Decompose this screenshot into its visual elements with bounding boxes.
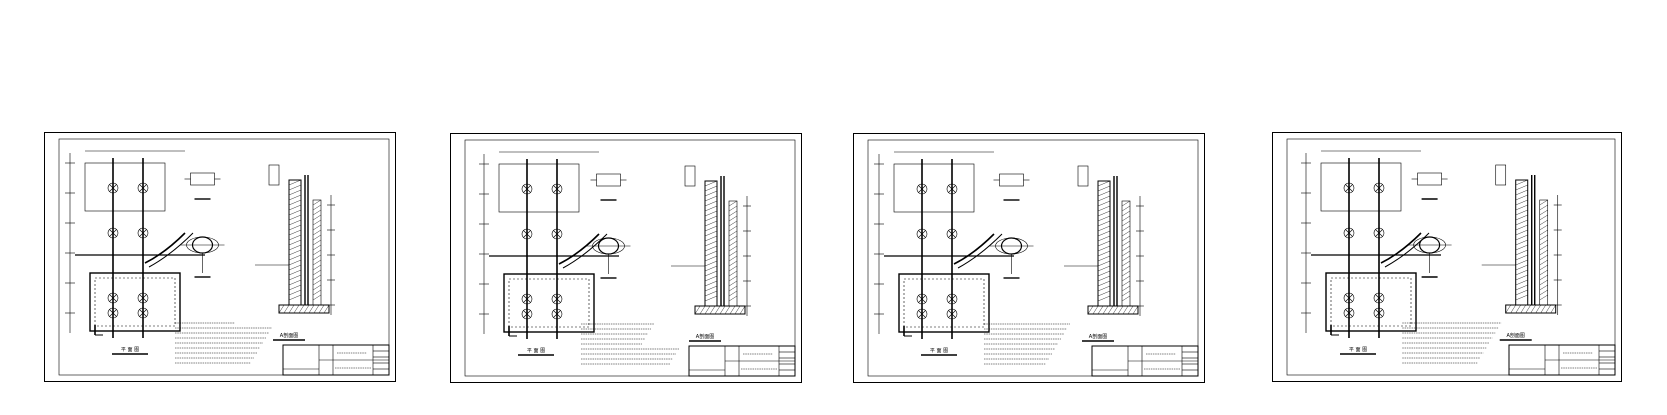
valve-symbol (946, 228, 958, 240)
valve-symbol (1343, 182, 1355, 194)
drawing-sheet-2: 平 面 图 A剖面图 (450, 133, 802, 383)
valve-symbol (107, 227, 119, 239)
section-view (255, 164, 335, 315)
detail-views (586, 173, 631, 279)
notes-block (1402, 322, 1502, 364)
valve-symbol (1343, 292, 1355, 304)
valve-symbol (551, 183, 563, 195)
valve-symbol (1373, 292, 1385, 304)
inner-frame (58, 138, 390, 376)
sheet-drawing: 平 面 图 A剖面图 (464, 139, 796, 377)
title-block (1091, 345, 1199, 377)
valve-symbol (107, 182, 119, 194)
valve-symbol (1343, 227, 1355, 239)
valve-symbol (521, 308, 533, 320)
valve-symbol (1373, 307, 1385, 319)
plan-view (874, 151, 1014, 339)
valve-symbol (1373, 227, 1385, 239)
valve-symbol (551, 228, 563, 240)
valve-symbol (521, 293, 533, 305)
valve-symbol (137, 182, 149, 194)
plan-view (65, 150, 205, 338)
section-view-label: A剖面图 (1089, 333, 1107, 340)
title-block (1508, 344, 1616, 376)
plan-view-label: 平 面 图 (930, 348, 948, 354)
notes-block (984, 323, 1070, 365)
section-view-label: A剖面图 (280, 332, 298, 339)
section-view-label: A剖面图 (1507, 332, 1525, 339)
valve-symbol (107, 307, 119, 319)
plan-view (1301, 150, 1441, 338)
plan-view-label: 平 面 图 (527, 348, 545, 354)
detail-views (1407, 172, 1452, 278)
valve-symbol (916, 228, 928, 240)
inner-frame (464, 139, 796, 377)
sheet-drawing: 平 面 图 A剖面图 (1286, 138, 1616, 376)
drawing-sheet-1: 平 面 图 A剖面图 (44, 132, 396, 382)
sheet-drawing: 平 面 图 A剖面图 (58, 138, 390, 376)
section-view-label: A剖面图 (696, 333, 714, 340)
title-block (282, 344, 390, 376)
section-view (671, 165, 751, 316)
section-view (1064, 165, 1144, 316)
valve-symbol (521, 228, 533, 240)
valve-symbol (1343, 307, 1355, 319)
plan-view (479, 151, 619, 339)
valve-symbol (916, 183, 928, 195)
sheet-drawing: 平 面 图 A剖面图 (867, 139, 1199, 377)
plan-view-label: 平 面 图 (121, 347, 139, 353)
valve-symbol (916, 308, 928, 320)
detail-views (989, 173, 1034, 279)
valve-symbol (137, 307, 149, 319)
valve-symbol (137, 292, 149, 304)
valve-symbol (916, 293, 928, 305)
valve-symbol (107, 292, 119, 304)
valve-symbol (551, 293, 563, 305)
section-view (1481, 164, 1562, 315)
plan-view-label: 平 面 图 (1349, 347, 1367, 353)
valve-symbol (946, 308, 958, 320)
drawing-sheet-3: 平 面 图 A剖面图 (853, 133, 1205, 383)
valve-symbol (1373, 182, 1385, 194)
drawing-sheet-4: 平 面 图 A剖面图 (1272, 132, 1622, 382)
valve-symbol (551, 308, 563, 320)
valve-symbol (137, 227, 149, 239)
detail-views (180, 172, 225, 278)
title-block (688, 345, 796, 377)
notes-block (581, 323, 679, 365)
valve-symbol (946, 183, 958, 195)
inner-frame (1286, 138, 1616, 376)
inner-frame (867, 139, 1199, 377)
valve-symbol (946, 293, 958, 305)
notes-block (175, 322, 272, 364)
valve-symbol (521, 183, 533, 195)
